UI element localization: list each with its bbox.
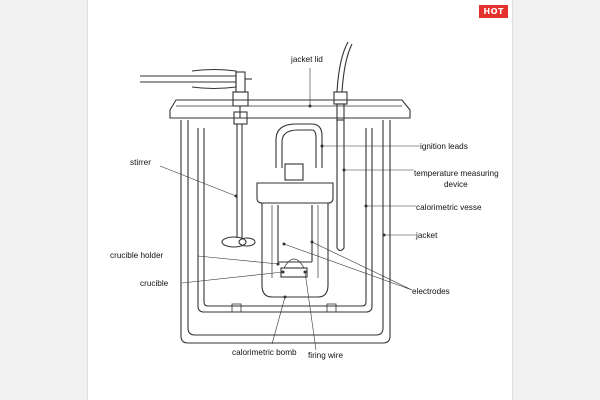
label-calorimetric-bomb: calorimetric bomb [232,348,297,357]
leader-firing-wire [304,271,317,351]
firing-wire-shape [283,258,305,269]
label-electrodes: electrodes [412,287,450,296]
stirrer-handle [140,75,236,83]
jacket-lid [169,99,411,119]
label-temp-device-1: temperature measuring [414,169,499,178]
label-firing-wire: firing wire [308,351,343,360]
label-jacket: jacket [415,231,438,240]
figure-panel: HOT [87,0,513,400]
jacket-inner-wall [187,120,384,336]
ignition-leads [275,123,323,168]
bomb-body [261,203,329,298]
vessel-foot-right [326,303,337,313]
label-ignition-leads: ignition leads [420,142,468,151]
temp-device-cable [341,43,353,93]
hot-badge[interactable]: HOT [478,5,508,18]
label-temp-device-2: device [444,180,468,189]
crucible-shape [280,267,308,278]
label-crucible: crucible [140,279,169,288]
stirrer-coupling [235,71,246,93]
leader-stirrer [159,165,237,197]
stirrer-paddle [221,236,247,248]
leader-electrodes [283,241,413,291]
jacket-outer-wall [180,120,391,344]
calorimetric-vessel [197,128,373,313]
label-stirrer: stirrer [130,158,151,167]
bomb-top-valve [284,163,304,181]
label-calorimetric-vessel: calorimetric vesse [416,203,482,212]
leader-bomb [271,296,286,345]
vessel-foot-left [231,303,242,313]
bomb-lid [256,182,334,204]
leader-crucible-holder [197,255,279,265]
label-crucible-holder: crucible holder [110,251,164,260]
temperature-probe [336,120,345,252]
label-jacket-lid: jacket lid [290,55,323,64]
leader-crucible [181,271,284,284]
